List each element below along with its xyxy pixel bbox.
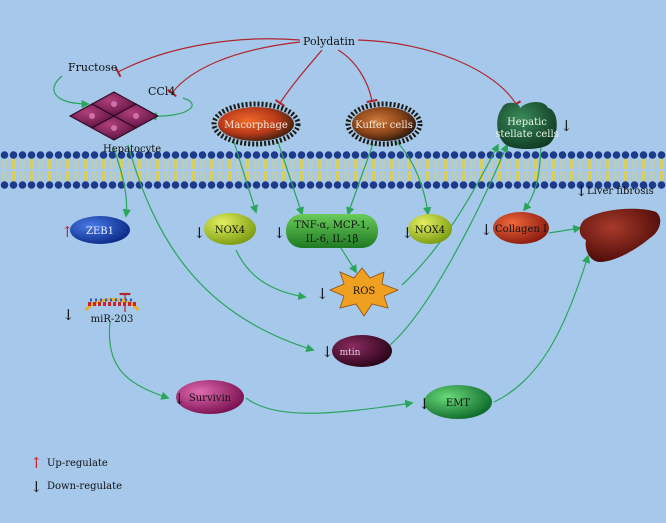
nox4-right-node bbox=[408, 214, 452, 244]
survivin-label: Survivin bbox=[189, 393, 232, 404]
hsc-label-line1: Hepatic bbox=[507, 117, 547, 128]
legend-down-label: Down-regulate bbox=[47, 481, 122, 492]
legend-down-arrow: ↓ bbox=[30, 478, 43, 496]
hsc-label-line2: stellate cells bbox=[495, 129, 559, 140]
emt-label: EMT bbox=[446, 398, 471, 409]
mir203-label: miR-203 bbox=[91, 314, 134, 325]
ccl4-label: CCl4 bbox=[148, 85, 175, 98]
cytokines-label-line2: IL-6, IL-1β bbox=[306, 234, 359, 245]
kupffer-label: Kuffer cells bbox=[355, 120, 413, 131]
nox4-left-node bbox=[204, 213, 256, 245]
fructose-label: Fructose bbox=[68, 61, 117, 74]
kupffer-cell bbox=[345, 101, 423, 147]
emt-node bbox=[424, 385, 492, 419]
cytokines-label-line1: TNF-α, MCP-1, bbox=[294, 220, 369, 231]
mmp-label: mtin bbox=[340, 348, 361, 358]
ros-node bbox=[328, 267, 400, 317]
cell-membrane bbox=[0, 150, 666, 190]
nox4-right-label: NOX4 bbox=[415, 225, 445, 236]
mir203-strand bbox=[84, 298, 140, 312]
zeb1-label: ZEB1 bbox=[86, 226, 114, 237]
collagen-down-arrow: ↓ bbox=[480, 221, 493, 239]
mir203-down-arrow: ↓ bbox=[62, 306, 75, 324]
liver-fibrosis-down-arrow: ↓ bbox=[575, 182, 588, 200]
collagen-node bbox=[493, 212, 549, 244]
nox4-left-down-arrow: ↓ bbox=[193, 224, 206, 242]
hsc-down-arrow: ↓ bbox=[560, 117, 573, 135]
ros-down-arrow: ↓ bbox=[316, 285, 329, 303]
nox4-left-label: NOX4 bbox=[215, 225, 245, 236]
liver-organ bbox=[579, 208, 661, 262]
survivin-node bbox=[176, 380, 244, 414]
hepatic-stellate-cell bbox=[497, 102, 557, 149]
cytokines-node bbox=[286, 214, 378, 248]
ros-label: ROS bbox=[353, 286, 376, 297]
nox4-right-down-arrow: ↓ bbox=[401, 224, 414, 242]
liver-fibrosis-label: Liver fibrosis bbox=[587, 186, 654, 197]
mmp-node bbox=[332, 335, 392, 367]
emt-down-arrow: ↓ bbox=[418, 395, 431, 413]
hepatocyte-cluster bbox=[68, 91, 160, 141]
macrophage-label: Macorphage bbox=[224, 120, 288, 131]
mmp-down-arrow: ↓ bbox=[321, 343, 334, 361]
legend-up-label: Up-regulate bbox=[47, 458, 108, 469]
inhibition-lines bbox=[114, 38, 522, 312]
legend: ↑ Up-regulate ↓ Down-regulate bbox=[30, 454, 122, 496]
zeb1-up-arrow: ↑ bbox=[61, 223, 74, 241]
cytokines-down-arrow: ↓ bbox=[273, 224, 286, 242]
macrophage-cell bbox=[211, 101, 301, 147]
survivin-down-arrow: ↓ bbox=[173, 390, 186, 408]
legend-up-arrow: ↑ bbox=[30, 454, 43, 472]
zeb1-node bbox=[70, 216, 130, 244]
activation-lines bbox=[53, 75, 591, 414]
polydatin-label: Polydatin bbox=[303, 35, 355, 48]
collagen-label: Collagen I bbox=[495, 224, 547, 235]
hepatocyte-label: Hepatocyte bbox=[103, 144, 161, 155]
